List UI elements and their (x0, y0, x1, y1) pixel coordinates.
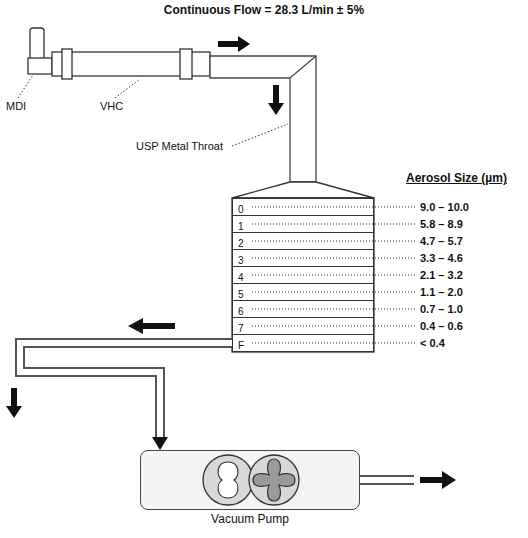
pump-housing (140, 450, 360, 510)
impactor-stage: 1 (232, 215, 374, 233)
flow-arrow (218, 36, 250, 52)
pump-label: Vacuum Pump (141, 512, 359, 526)
outlet-tube-bore (359, 477, 414, 483)
part-label: VHC (100, 100, 123, 113)
vhc-ring (180, 49, 192, 79)
vacuum-pump: Vacuum Pump (140, 450, 360, 510)
flow-arrow (6, 388, 22, 418)
tube-bore (20, 343, 232, 437)
impactor-stage: 5 (232, 283, 374, 301)
size-range: 4.7 – 5.7 (420, 235, 463, 248)
flow-arrow (420, 471, 456, 489)
impactor-stage: F (232, 334, 374, 352)
rotor-lobe (253, 459, 295, 501)
leader-line (115, 79, 140, 98)
impactor-stage: 7 (232, 317, 374, 335)
size-range: 2.1 – 3.2 (420, 269, 463, 282)
diagram-title: Continuous Flow = 28.3 L/min ± 5% (0, 4, 528, 18)
mdi-mouthpiece (28, 58, 52, 74)
impactor-stage: 4 (232, 266, 374, 284)
size-range: 5.8 – 8.9 (420, 218, 463, 231)
part-label: MDI (6, 100, 26, 113)
pump-rotor (203, 455, 253, 505)
size-range: 0.4 – 0.6 (420, 320, 463, 333)
impactor-stage: 6 (232, 300, 374, 318)
rotor-lobe (218, 462, 238, 498)
pump-rotor (249, 455, 299, 505)
size-range: < 0.4 (420, 337, 445, 350)
part-label: USP Metal Throat (136, 140, 223, 153)
arrow-head (152, 437, 168, 450)
vhc-ring (62, 49, 72, 79)
size-range: 1.1 – 2.0 (420, 286, 463, 299)
impactor-stage: 0 (232, 198, 374, 216)
tube-wall (20, 343, 232, 437)
impactor-inlet-cone (232, 182, 374, 198)
impactor-stage: 3 (232, 249, 374, 267)
leader-line (232, 124, 288, 146)
usp-throat (210, 56, 316, 182)
stage-leaders (252, 207, 416, 343)
stage-number: F (233, 338, 244, 354)
throat-mitre (290, 56, 316, 78)
flow-arrow (128, 318, 175, 334)
column-heading: Aerosol Size (µm) (406, 172, 507, 186)
mdi-canister (30, 28, 44, 60)
size-range: 3.3 – 4.6 (420, 252, 463, 265)
size-range: 9.0 – 10.0 (420, 201, 469, 214)
impactor-stage: 2 (232, 232, 374, 250)
outlet-tube (360, 475, 414, 485)
flow-arrow (268, 85, 284, 115)
tube-connector (20, 343, 232, 450)
size-range: 0.7 – 1.0 (420, 303, 463, 316)
leader-line (18, 75, 33, 98)
